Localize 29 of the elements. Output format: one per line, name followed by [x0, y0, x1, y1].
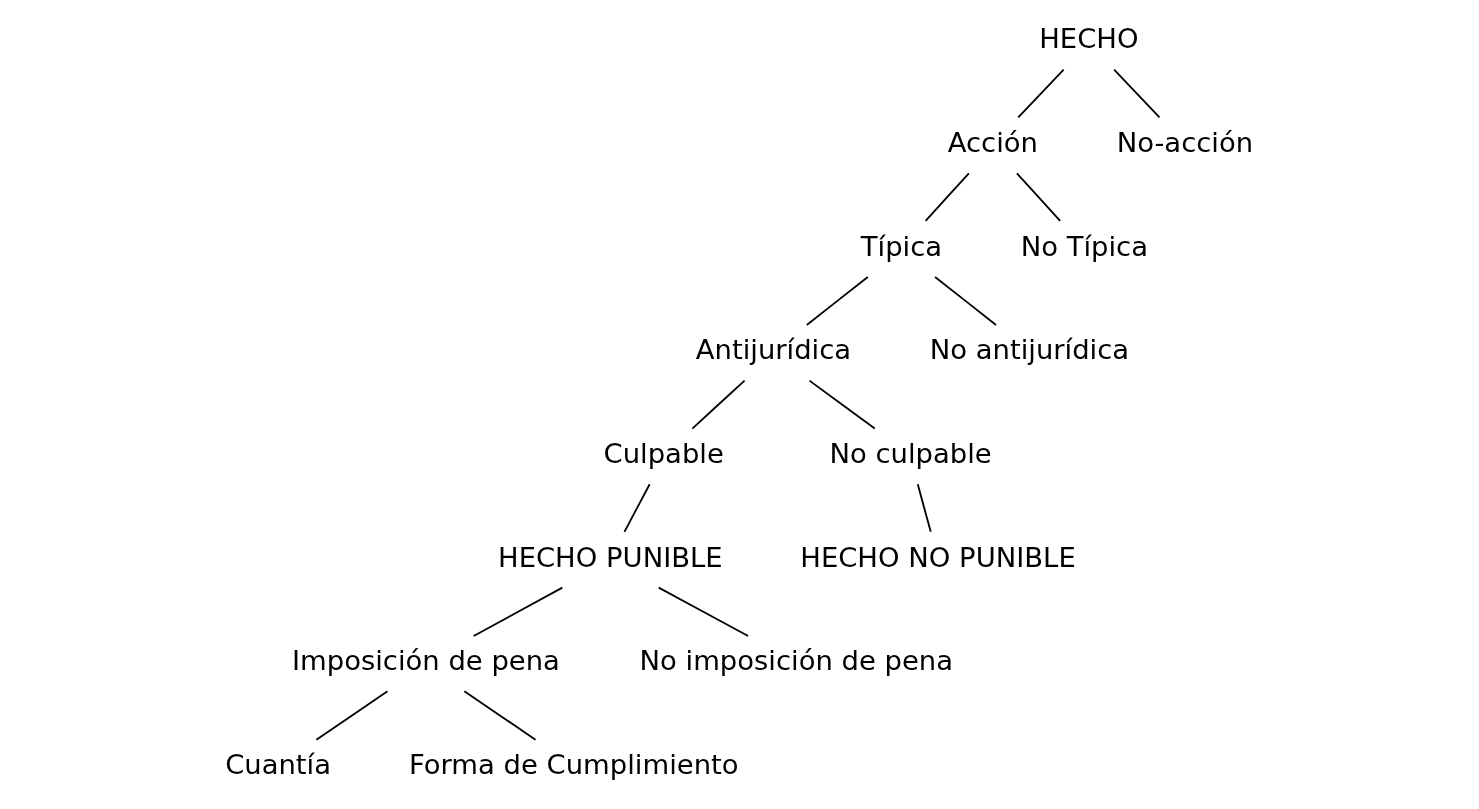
- connector: [315, 690, 389, 741]
- connector: [1015, 172, 1062, 222]
- node-text: No antijurídica: [929, 334, 1130, 366]
- node-text: Imposición de pena: [291, 645, 560, 677]
- connector: [657, 586, 750, 637]
- connector: [916, 483, 932, 533]
- node-text: Antijurídica: [695, 334, 852, 366]
- node-text: HECHO: [1039, 23, 1139, 55]
- node-text: Cuantía: [225, 748, 332, 780]
- node-text: No-acción: [1116, 127, 1254, 159]
- node-text: No imposición de pena: [639, 645, 953, 677]
- connector: [472, 586, 564, 637]
- connector: [623, 483, 651, 533]
- node-text: No Típica: [1020, 230, 1148, 262]
- connector: [924, 172, 970, 222]
- node-text: No culpable: [829, 438, 992, 470]
- connector: [1017, 68, 1065, 119]
- connector: [808, 379, 876, 430]
- node-text: Típica: [860, 230, 943, 262]
- connector: [463, 690, 537, 741]
- node-text: Acción: [947, 127, 1038, 159]
- node-text: HECHO PUNIBLE: [498, 541, 723, 573]
- node-text: Culpable: [603, 438, 724, 470]
- node-text: HECHO NO PUNIBLE: [800, 541, 1076, 573]
- connector: [934, 276, 997, 326]
- connector: [1113, 68, 1161, 119]
- connector: [805, 276, 869, 326]
- connector: [691, 379, 746, 430]
- node-text: Forma de Cumplimiento: [408, 748, 739, 780]
